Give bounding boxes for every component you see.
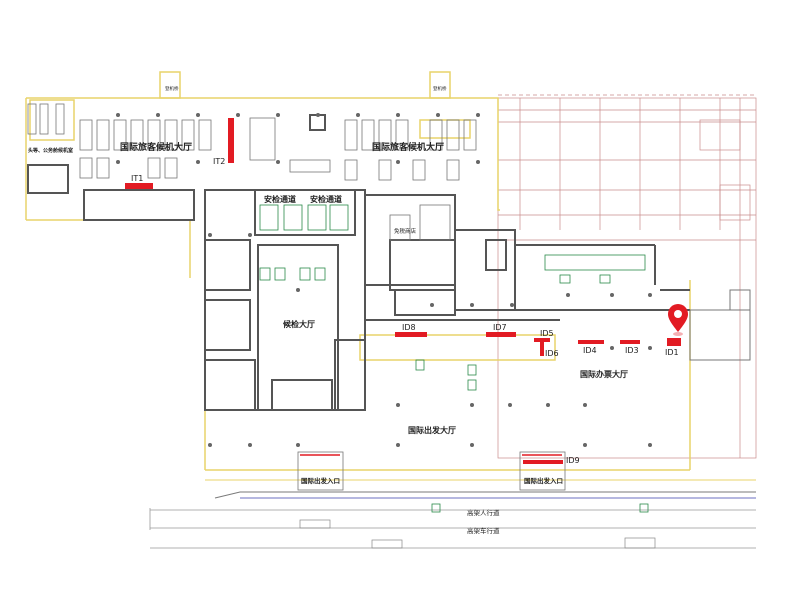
label-departure-hall: 国际出发大厅: [408, 425, 456, 435]
label-id5: ID5: [540, 329, 554, 338]
label-id9: ID9: [566, 456, 580, 465]
marker-id1-bar: [667, 338, 681, 346]
furniture-seating: [27, 103, 646, 271]
label-entrance-left: 国际出发入口: [301, 476, 340, 485]
label-id6: ID6: [545, 349, 559, 358]
adjacent-building-grid: [497, 94, 757, 459]
label-walkway: 高架人行道: [467, 508, 500, 517]
label-waiting-hall-right: 国际旅客候机大厅: [372, 141, 444, 153]
label-id8: ID8: [402, 323, 416, 332]
label-roadway: 高架车行道: [467, 526, 500, 535]
label-id4: ID4: [583, 346, 597, 355]
marker-id3-bar: [620, 340, 640, 344]
label-id7: ID7: [493, 323, 507, 332]
marker-it1-bar: [125, 183, 153, 189]
label-ticket-hall: 国际办票大厅: [580, 369, 628, 379]
label-it1: IT1: [131, 174, 143, 183]
label-security-b: 安检通道: [310, 194, 342, 204]
structural-columns: [116, 113, 652, 447]
label-id1: ID1: [665, 348, 679, 357]
area-labels: 国际旅客候机大厅 国际旅客候机大厅 头等、公务舱候机室 安检通道 安检通道 免税…: [28, 85, 628, 535]
marker-labels: IT1 IT2 ID8 ID7 ID5 ID6 ID4 ID3 ID1 ID9: [131, 157, 679, 465]
security-lanes: [259, 204, 611, 391]
marker-bars: [125, 118, 681, 464]
marker-id6-bar: [540, 338, 544, 356]
interior-walls: [27, 114, 751, 411]
label-security-a: 安检通道: [264, 194, 296, 204]
label-bridge-left: 登机桥: [165, 85, 179, 92]
marker-it2-bar: [228, 118, 234, 163]
label-entrance-right: 国际出发入口: [524, 476, 563, 485]
label-it2: IT2: [213, 157, 225, 166]
marker-id8-bar: [395, 332, 427, 337]
marker-id9-bar: [523, 460, 563, 464]
label-vip-room: 头等、公务舱候机室: [28, 147, 73, 154]
marker-id7-bar: [486, 332, 516, 337]
marker-id4-bar: [578, 340, 604, 344]
location-pin-icon[interactable]: [668, 304, 688, 336]
label-inspection-hall: 候检大厅: [283, 319, 315, 329]
terminal-outline: [25, 71, 691, 471]
entrance-road-area: [149, 451, 756, 549]
label-bridge-right: 登机桥: [433, 85, 447, 92]
label-id3: ID3: [625, 346, 639, 355]
label-waiting-hall-left: 国际旅客候机大厅: [120, 141, 192, 153]
label-duty-free: 免税商店: [394, 227, 417, 235]
